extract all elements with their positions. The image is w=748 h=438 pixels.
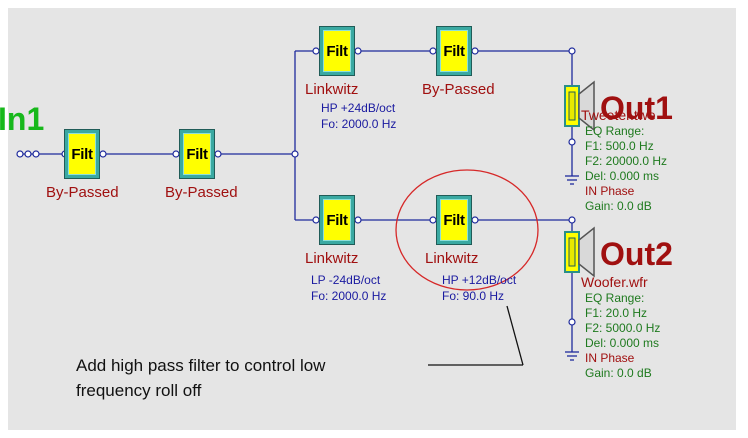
output-1-f2: F2: 20000.0 Hz [585,154,668,168]
filter-lp-2-freq: Fo: 90.0 Hz [442,289,505,303]
output-1-eq-range: EQ Range: [585,124,645,138]
output-2-f2: F2: 5000.0 Hz [585,321,661,335]
filter-in-a-caption: By-Passed [46,184,119,201]
filter-lp-1-slope: LP -24dB/oct [311,273,381,287]
output-1-phase: IN Phase [585,184,635,198]
filter-lp-1[interactable]: Filt [319,195,355,245]
filter-lp-2-params: HP +12dB/oct Fo: 90.0 Hz [442,272,516,304]
filter-hp-1-label: Filt [326,42,348,60]
output-1-f1: F1: 500.0 Hz [585,139,654,153]
filter-in-a-label: Filt [71,145,93,163]
filter-hp-2[interactable]: Filt [436,26,472,76]
filter-in-a[interactable]: Filt [64,129,100,179]
output-2-delay: Del: 0.000 ms [585,336,660,350]
output-1-file: Tweeter.twe [581,107,656,123]
filter-hp-2-caption: By-Passed [422,81,495,98]
filter-hp-1-params: HP +24dB/oct Fo: 2000.0 Hz [321,100,396,132]
output-1-title: Out1 [600,90,673,126]
speaker-icon-out1 [564,80,595,132]
filter-in-b-label: Filt [186,145,208,163]
output-2-eq-range: EQ Range: [585,291,645,305]
filter-lp-1-params: LP -24dB/oct Fo: 2000.0 Hz [311,272,386,304]
filter-lp-1-freq: Fo: 2000.0 Hz [311,289,387,303]
filter-hp-1-freq: Fo: 2000.0 Hz [321,117,397,131]
output-2-file: Woofer.wfr [581,274,648,290]
output-2-settings: EQ Range: F1: 20.0 Hz F2: 5000.0 Hz Del:… [585,291,660,381]
annotation-note: Add high pass filter to control low freq… [76,353,325,403]
filter-hp-1-slope: HP +24dB/oct [321,101,396,115]
filter-in-b[interactable]: Filt [179,129,215,179]
output-1-gain: Gain: 0.0 dB [585,199,652,213]
filter-lp-2[interactable]: Filt [436,195,472,245]
output-2-gain: Gain: 0.0 dB [585,366,652,380]
output-2-phase: IN Phase [585,351,635,365]
highlight-circle [395,169,539,291]
wiring-layer [16,47,595,366]
filter-hp-2-label: Filt [443,42,465,60]
output-1-settings: EQ Range: F1: 500.0 Hz F2: 20000.0 Hz De… [585,124,667,214]
output-2-f1: F1: 20.0 Hz [585,306,648,320]
filter-lp-2-slope: HP +12dB/oct [442,273,517,287]
annotation-note-line-2: frequency roll off [76,381,202,400]
filter-hp-1[interactable]: Filt [319,26,355,76]
filter-lp-2-caption: Linkwitz [425,250,479,267]
signal-flow-canvas: In1 Filt By-Passed Filt By-Passed Filt L… [0,8,736,430]
filter-lp-1-caption: Linkwitz [305,250,359,267]
filter-hp-1-caption: Linkwitz [305,81,359,98]
annotation-note-line-1: Add high pass filter to control low [76,356,326,375]
filter-lp-2-label: Filt [443,211,465,229]
filter-lp-1-label: Filt [326,211,348,229]
annotation-leader-diagonal [506,305,524,366]
input-title: In1 [0,101,45,137]
output-1-delay: Del: 0.000 ms [585,169,660,183]
output-2-title: Out2 [600,236,673,272]
speaker-icon-out2 [564,226,595,278]
filter-in-b-caption: By-Passed [165,184,238,201]
